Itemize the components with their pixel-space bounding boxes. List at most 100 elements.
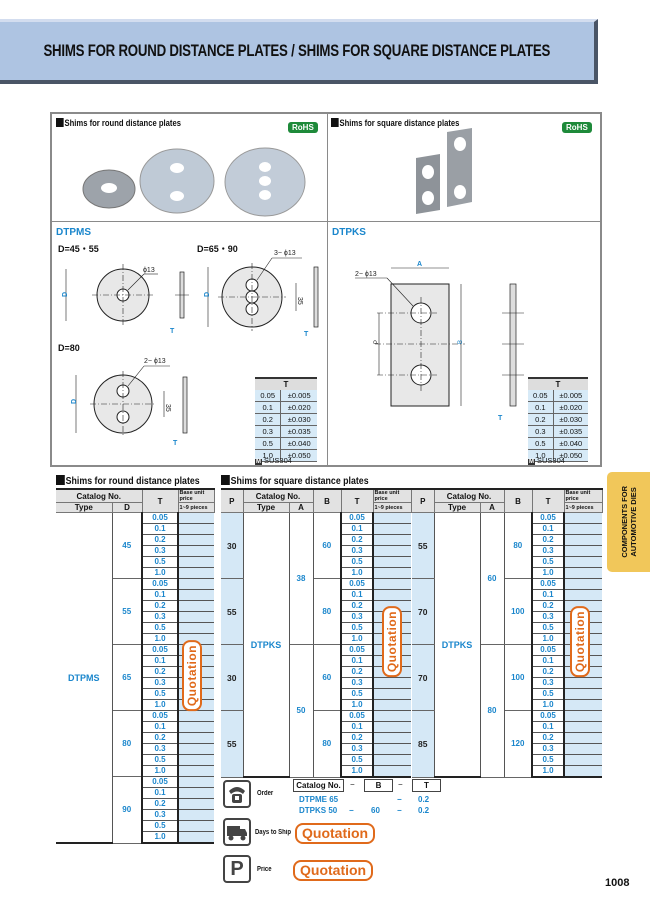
round-shims-photo: [82, 147, 306, 217]
t-cell: 0.05: [531, 578, 566, 590]
diameter-label-80: D=80: [58, 343, 80, 353]
price-cell: [373, 754, 412, 766]
rohs-badge: RoHS: [562, 122, 592, 133]
price-cell: [178, 754, 215, 766]
price-cell: [178, 831, 215, 844]
t-header: T: [532, 488, 565, 513]
round-shims-heading: Shims for round distance plates: [56, 118, 181, 128]
t-header: T: [142, 488, 179, 513]
table-row: 0.2: [56, 732, 215, 744]
price-icon: P: [223, 855, 251, 883]
table-row: 0.05±0.005: [255, 390, 317, 402]
price-cell: [373, 699, 412, 711]
delivery-truck-icon: [223, 818, 251, 846]
price-cell: [564, 721, 603, 733]
b-cell: 80: [504, 512, 533, 579]
table-row: 0.05±0.005: [528, 390, 588, 402]
p-cell: 70: [412, 644, 435, 711]
t-cell: 0.3: [531, 545, 566, 557]
svg-text:D: D: [71, 399, 78, 404]
price-header: Base unit price: [564, 488, 603, 503]
price-cell: [564, 567, 603, 579]
table-row: 0.3: [221, 743, 412, 755]
a-header: A: [480, 502, 505, 513]
dash: −: [349, 806, 354, 815]
table-row: 1.0±0.050: [255, 449, 317, 462]
b-cell: 100: [504, 644, 533, 711]
t-cell: 1.0: [531, 567, 566, 579]
t-cell: 0.5: [531, 556, 566, 568]
table-row: 0.3: [56, 809, 215, 821]
price-cell: [564, 523, 603, 535]
svg-text:T: T: [498, 415, 503, 422]
p-cell: 55: [221, 710, 244, 778]
type-cell: DTPKS: [434, 512, 481, 778]
price-cell: [564, 578, 603, 590]
price-cell: [373, 765, 412, 778]
price-cell: [373, 688, 412, 700]
t-cell: 1.0: [340, 567, 375, 579]
b-cell: 60: [313, 644, 342, 711]
type-header: Type: [434, 502, 481, 513]
table-row: 0.3: [56, 743, 215, 755]
quotation-badge: Quotation: [570, 606, 590, 678]
price-cell: [178, 710, 215, 722]
t-cell: 0.1: [531, 589, 566, 601]
svg-text:35: 35: [296, 297, 303, 305]
divider: [327, 114, 328, 465]
t-cell: 1.0: [340, 699, 375, 711]
b-header: B: [313, 488, 342, 513]
t-cell: 0.1: [531, 721, 566, 733]
p-cell: 30: [221, 512, 244, 579]
b-header: B: [504, 488, 533, 513]
t-cell: 0.1: [531, 523, 566, 535]
t-cell: 0.1: [340, 655, 375, 667]
table-row: 0.5±0.040: [255, 437, 317, 450]
price-qty-header: 1~9 pieces: [373, 502, 412, 513]
price-cell: [373, 589, 412, 601]
price-cell: [564, 732, 603, 744]
days-to-ship-label: Days to Ship: [255, 829, 292, 836]
t-cell: 1.0: [141, 633, 180, 645]
t-cell: 0.5: [141, 556, 180, 568]
table-row: 1.0: [56, 831, 215, 844]
page-title: SHIMS FOR ROUND DISTANCE PLATES / SHIMS …: [43, 41, 551, 60]
t-cell: 1.0: [531, 699, 566, 711]
t-cell: 1.0: [340, 633, 375, 645]
d-cell: 45: [112, 512, 143, 579]
svg-text:3− ϕ13: 3− ϕ13: [274, 250, 296, 257]
table-row: 0.2: [221, 732, 412, 744]
p-cell: 55: [221, 578, 244, 645]
t-cell: 1.0: [141, 699, 180, 711]
order-box-t: T: [412, 779, 441, 792]
t-cell: 0.5: [340, 754, 375, 766]
price-cell: [178, 567, 215, 579]
order-box-catalog: Catalog No.: [293, 779, 344, 792]
table-row: 0.2: [56, 798, 215, 810]
price-cell: [373, 710, 412, 722]
table-row: 0.3: [412, 677, 603, 689]
svg-text:T: T: [170, 328, 175, 335]
dash: −: [397, 806, 402, 815]
t-cell: 0.2: [340, 666, 375, 678]
t-header: T: [341, 488, 374, 513]
t-cell: 0.5: [141, 820, 180, 832]
t-cell: 0.1: [340, 523, 375, 535]
price-cell: [373, 523, 412, 535]
page-title-banner: SHIMS FOR ROUND DISTANCE PLATES / SHIMS …: [0, 19, 598, 84]
a-cell: 60: [480, 512, 505, 645]
a-header: A: [289, 502, 314, 513]
t-cell: 0.05: [340, 512, 375, 524]
quotation-badge: Quotation: [382, 606, 402, 678]
price-cell: [178, 578, 215, 590]
price-cell: [373, 732, 412, 744]
t-cell: 0.05: [531, 710, 566, 722]
t-cell: 0.3: [340, 545, 375, 557]
t-cell: 1.0: [531, 633, 566, 645]
t-cell: 0.05: [340, 710, 375, 722]
table-row: 1.0: [221, 765, 412, 778]
t-cell: 0.2: [340, 600, 375, 612]
table-row: 0.5: [56, 556, 215, 568]
